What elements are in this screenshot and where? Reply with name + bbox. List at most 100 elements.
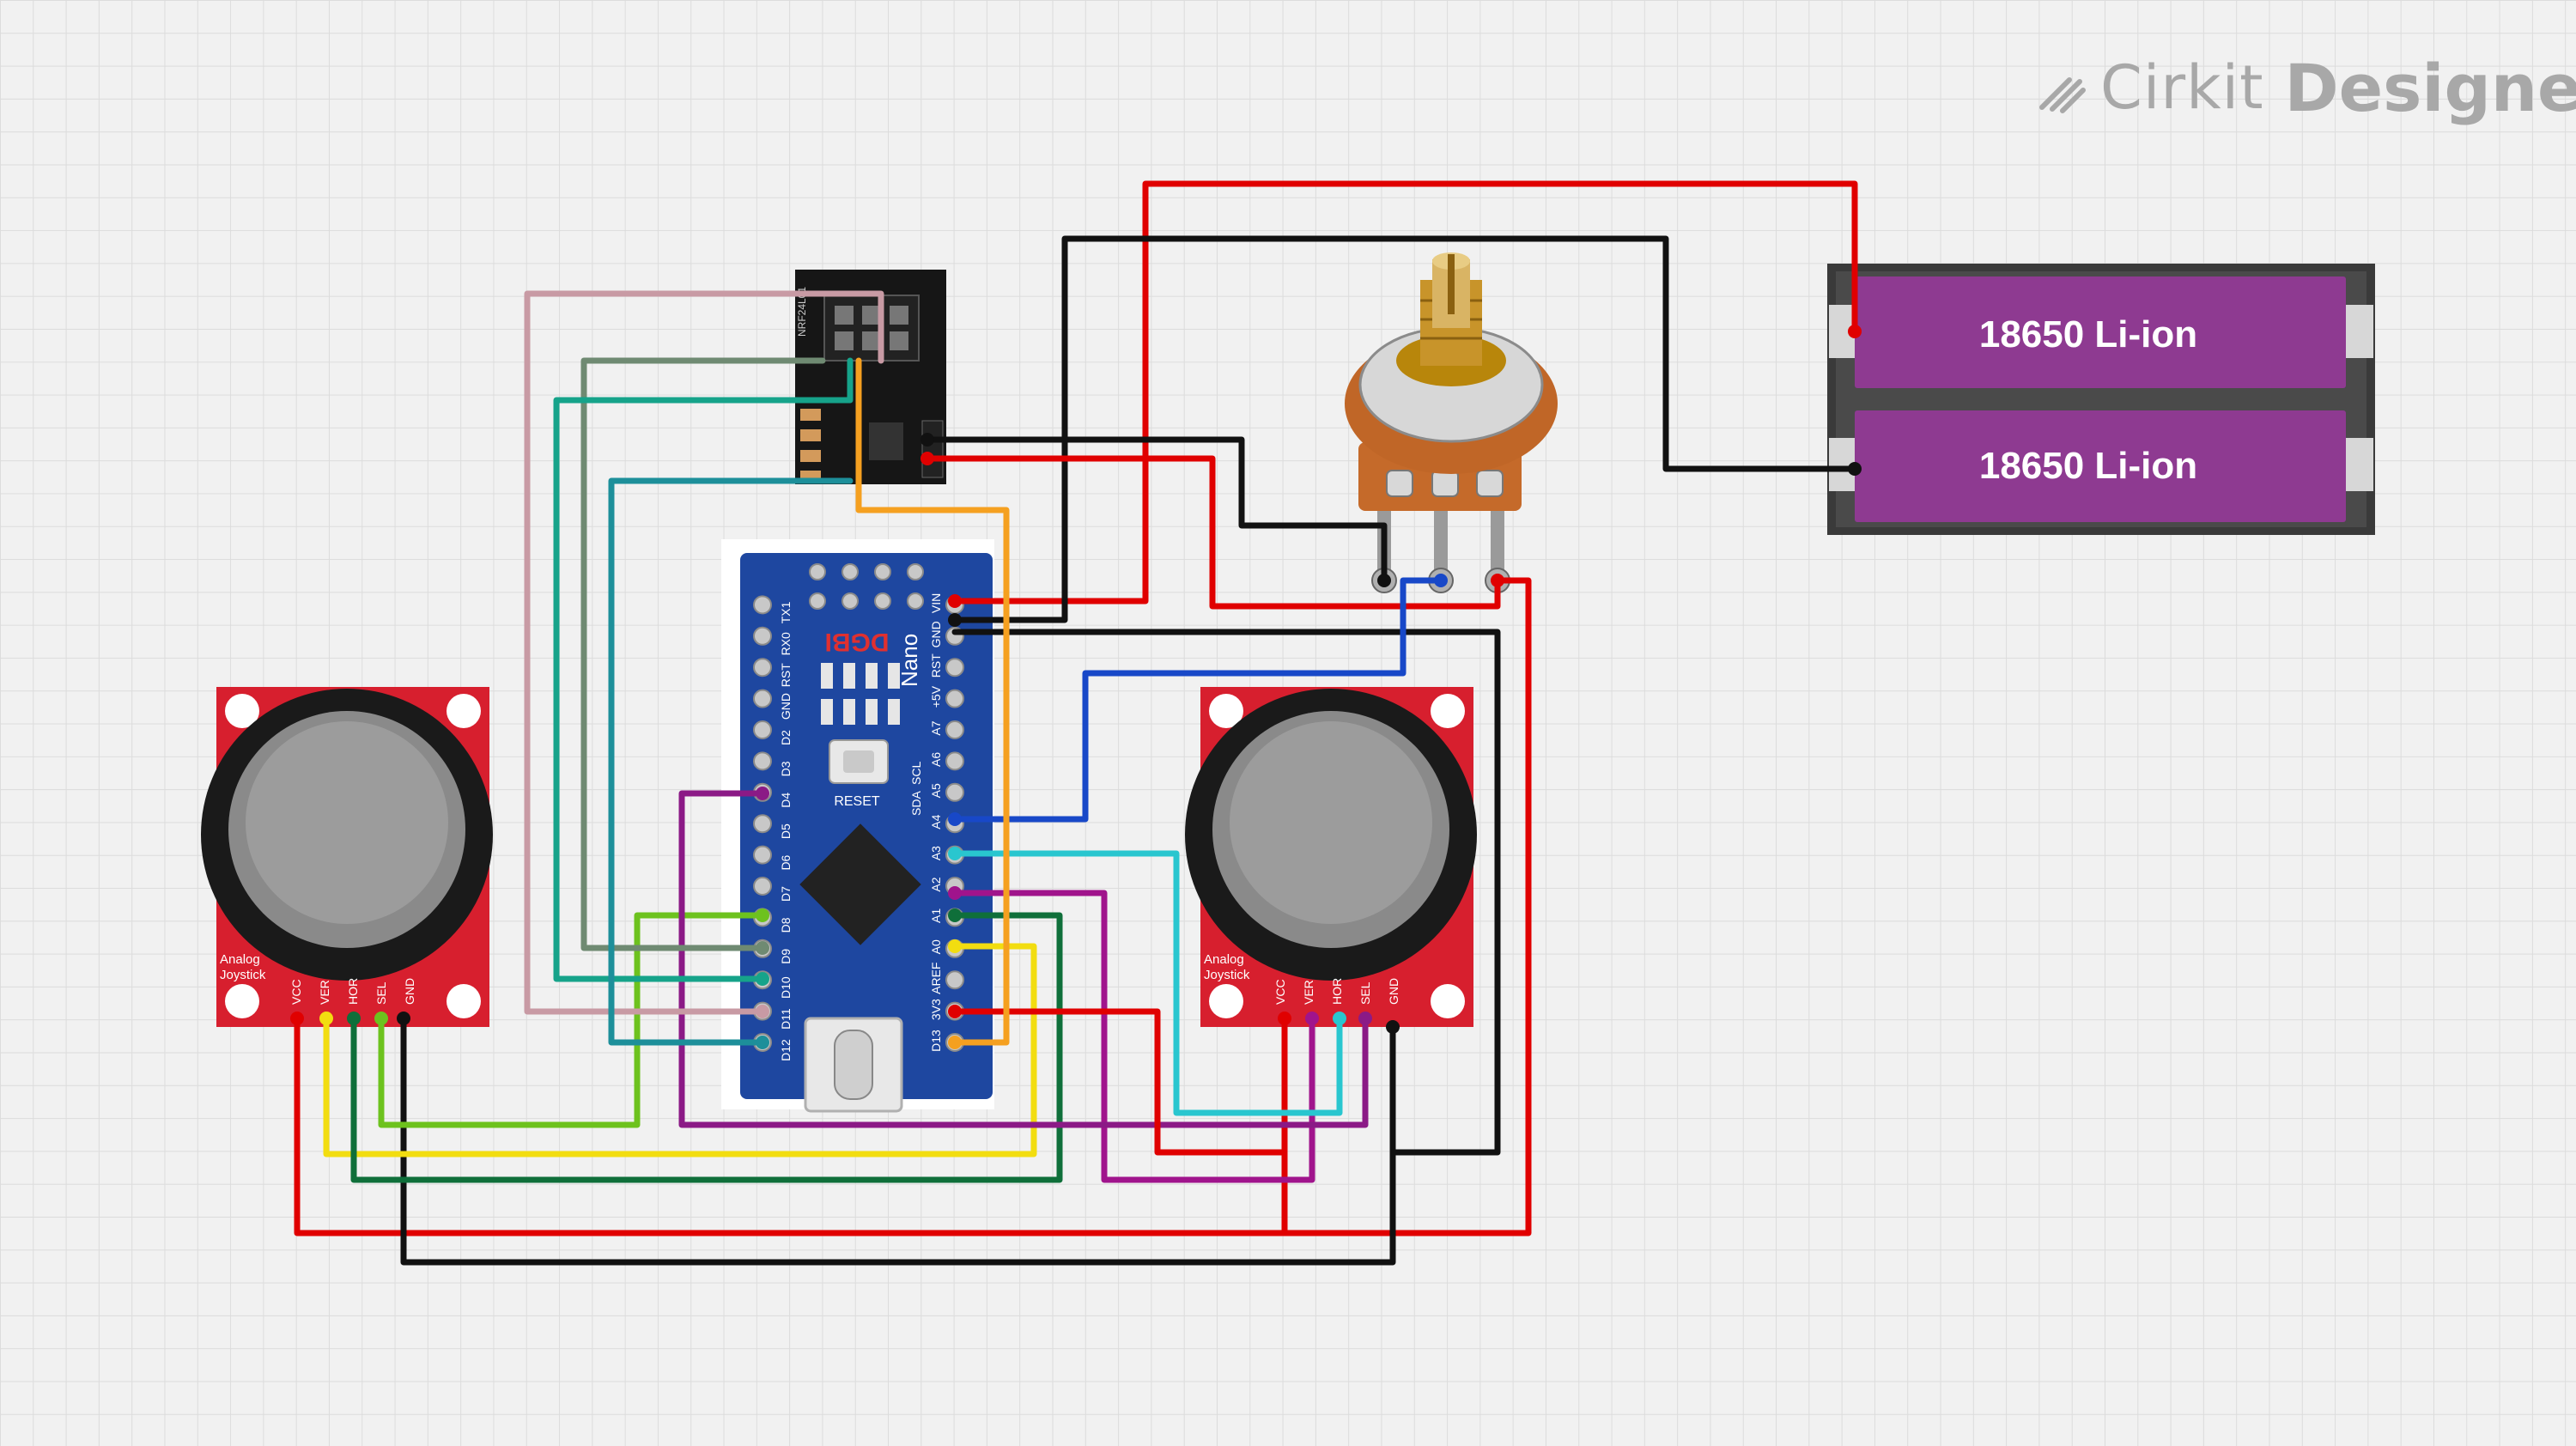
wire-endpoint bbox=[756, 1005, 769, 1018]
wire-endpoint bbox=[948, 847, 962, 860]
wire-right-hor-cyan[interactable] bbox=[951, 850, 1343, 1116]
potentiometer[interactable] bbox=[1345, 252, 1558, 593]
nano-pin-a6[interactable] bbox=[945, 751, 964, 771]
joystick-pin-label: VER bbox=[1302, 980, 1315, 1005]
wire-endpoint bbox=[1333, 1012, 1346, 1025]
wire-endpoint bbox=[1377, 574, 1391, 587]
arduino-nano[interactable]: DGBI Nano RESET bbox=[721, 539, 994, 1113]
wire-endpoint bbox=[948, 613, 962, 627]
nano-pin-tx1[interactable] bbox=[753, 595, 772, 615]
wire-pot-gnd[interactable] bbox=[924, 436, 1388, 584]
wire-pot-vcc-red[interactable] bbox=[294, 577, 1532, 1236]
nano-pin-d7[interactable] bbox=[753, 877, 772, 896]
nano-pin-d6[interactable] bbox=[753, 845, 772, 865]
nano-pin-a5[interactable] bbox=[945, 782, 964, 802]
battery-holder[interactable]: 18650 Li-ion 18650 Li-ion bbox=[1827, 264, 2375, 535]
battery-cell-top-label: 18650 Li-ion bbox=[1979, 313, 2197, 355]
joystick-left-label-2: Joystick bbox=[220, 968, 266, 982]
nano-pin-rst[interactable] bbox=[753, 658, 772, 677]
wire-endpoint bbox=[1848, 325, 1862, 338]
nano-pin-label: 3V3 bbox=[929, 999, 943, 1020]
wire-nrf-darkteal[interactable] bbox=[608, 477, 854, 1046]
nano-pin-label: D12 bbox=[779, 1039, 793, 1061]
wire-battery-black[interactable] bbox=[951, 235, 1858, 623]
wire-left-gnd-black[interactable] bbox=[400, 1015, 1396, 1266]
nano-pin-label: A6 bbox=[929, 752, 943, 767]
nano-pin-label: A4 bbox=[929, 814, 943, 829]
nano-pin-label: A1 bbox=[929, 908, 943, 923]
wire-endpoint bbox=[1278, 1012, 1291, 1025]
joystick-pin-label: GND bbox=[403, 978, 416, 1005]
wire-endpoint bbox=[948, 908, 962, 922]
nano-pin-label: +5V bbox=[929, 685, 943, 708]
wire-endpoint bbox=[756, 1036, 769, 1049]
wire-nrf-orange[interactable] bbox=[855, 357, 1010, 1046]
nano-logo: DGBI bbox=[825, 628, 890, 656]
brand-word-designer: Designer bbox=[2284, 49, 2576, 126]
nano-pin-a7[interactable] bbox=[945, 720, 964, 739]
nano-bus-label: SDA bbox=[909, 791, 923, 816]
wire-right-sel-purple[interactable] bbox=[678, 790, 1369, 1128]
nano-pin-label: A5 bbox=[929, 783, 943, 798]
wires bbox=[290, 180, 1862, 1266]
joystick-pin-label: VER bbox=[318, 980, 331, 1005]
nano-pin-rst[interactable] bbox=[945, 658, 964, 677]
wire-endpoint bbox=[1434, 574, 1448, 587]
joystick-pin-label: SEL bbox=[1358, 981, 1372, 1005]
wire-endpoint bbox=[1491, 574, 1504, 587]
nano-pin-label: D5 bbox=[779, 823, 793, 839]
joystick-pin-label: GND bbox=[1387, 978, 1400, 1005]
nano-pin-d5[interactable] bbox=[753, 814, 772, 834]
wire-endpoint bbox=[397, 1012, 410, 1025]
nano-name: Nano bbox=[896, 634, 922, 687]
nano-pin-+5v[interactable] bbox=[945, 689, 964, 708]
nano-pin-d2[interactable] bbox=[753, 720, 772, 739]
wire-endpoint bbox=[290, 1012, 304, 1025]
wire-endpoint bbox=[756, 941, 769, 955]
wire-endpoint bbox=[1305, 1012, 1319, 1025]
nano-pin-d3[interactable] bbox=[753, 751, 772, 771]
wire-endpoint bbox=[374, 1012, 388, 1025]
nano-pin-label: A2 bbox=[929, 877, 943, 891]
wire-endpoint bbox=[347, 1012, 361, 1025]
battery-cell-bottom-label: 18650 Li-ion bbox=[1979, 445, 2197, 487]
wire-endpoint bbox=[756, 908, 769, 922]
wire-endpoint bbox=[1848, 462, 1862, 476]
joystick-left-label-1: Analog bbox=[220, 952, 260, 967]
wire-nrf-vcc-to-pot[interactable] bbox=[924, 455, 1501, 610]
nano-pin-label: AREF bbox=[929, 963, 943, 994]
wire-battery-red[interactable] bbox=[951, 180, 1858, 605]
nano-pin-aref[interactable] bbox=[945, 970, 964, 990]
wire-endpoint bbox=[920, 433, 934, 447]
nano-pin-label: A3 bbox=[929, 846, 943, 860]
nano-reset-label: RESET bbox=[834, 794, 880, 809]
wire-endpoint bbox=[319, 1012, 333, 1025]
brand-word-cirkit: Cirkit bbox=[2100, 52, 2264, 123]
wire-endpoint bbox=[1358, 1012, 1372, 1025]
nano-pin-labels: D12D11D10D9D8D7D6D5D4D3D2GNDRSTRX0TX1D13… bbox=[779, 593, 943, 1061]
wire-endpoint bbox=[948, 1005, 962, 1018]
wire-endpoint bbox=[1386, 1020, 1400, 1034]
joystick-right-label-2: Joystick bbox=[1204, 968, 1250, 982]
wire-nrf-pink[interactable] bbox=[524, 290, 884, 1015]
joystick-right-label-1: Analog bbox=[1204, 952, 1244, 967]
wire-endpoint bbox=[948, 886, 962, 900]
nano-pin-label: RST bbox=[929, 653, 943, 677]
wire-nano-d13-red[interactable] bbox=[951, 1008, 1288, 1156]
nano-pin-rx0[interactable] bbox=[753, 626, 772, 646]
wire-left-hor-green[interactable] bbox=[350, 912, 1063, 1183]
wire-nrf-graygreen[interactable] bbox=[580, 357, 826, 951]
wire-nrf-teal[interactable] bbox=[553, 357, 854, 982]
nrf24l01-adapter[interactable]: NRF24L01 bbox=[795, 270, 946, 484]
joystick-pin-label: HOR bbox=[346, 978, 360, 1005]
nano-bus-label: SCL bbox=[909, 762, 923, 785]
nano-pin-label: D10 bbox=[779, 976, 793, 999]
wire-endpoint bbox=[756, 787, 769, 800]
nano-pin-label: D6 bbox=[779, 854, 793, 870]
nano-pin-gnd[interactable] bbox=[753, 689, 772, 708]
wire-pot-sig-blue[interactable] bbox=[951, 577, 1444, 823]
nano-pin-label: RST bbox=[779, 663, 793, 687]
